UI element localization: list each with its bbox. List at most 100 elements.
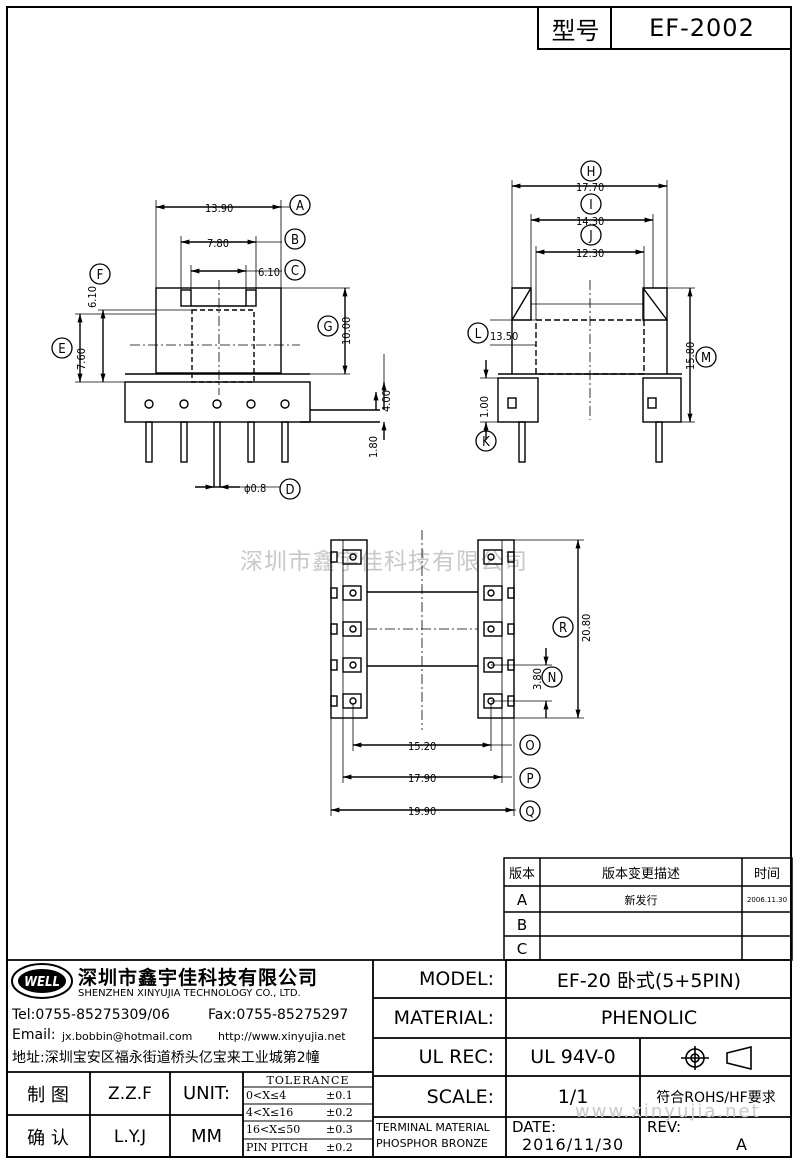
date-label: DATE: — [512, 1118, 557, 1136]
bottom-view — [330, 530, 584, 816]
dim-e: 7.60 — [75, 348, 88, 370]
tol-value: ±0.2 — [326, 1141, 353, 1154]
dim-g: 10.00 — [340, 317, 353, 345]
callout-n: N — [548, 671, 557, 686]
rev-row-description: 新发行 — [624, 893, 658, 907]
company-tel: Tel:0755-85275309/06 — [12, 1007, 170, 1023]
tol-range: 4<X≤16 — [246, 1106, 294, 1119]
ulrec-value: UL 94V-0 — [530, 1046, 616, 1068]
callout-h: H — [587, 165, 596, 180]
type-label: 型号 — [537, 8, 612, 50]
callout-j: J — [588, 229, 592, 244]
callout-circles — [51, 160, 717, 822]
drawn-label: 制 图 — [27, 1084, 69, 1106]
terminal-material-2: PHOSPHOR BRONZE — [376, 1137, 488, 1150]
rev-header-time: 时间 — [753, 866, 780, 882]
watermark-url: www.xinyujia.net — [575, 1101, 761, 1122]
callout-p: P — [526, 772, 533, 787]
dim-h: 17.70 — [576, 181, 604, 194]
rev-value: A — [736, 1135, 747, 1154]
tol-range: 16<X≤50 — [246, 1123, 301, 1136]
dim-l: 13.50 — [490, 330, 518, 343]
callout-g: G — [323, 320, 332, 335]
dim-k: 1.00 — [478, 396, 491, 418]
callout-c: C — [291, 264, 299, 279]
callout-m: M — [701, 351, 711, 366]
callout-l: L — [475, 327, 482, 342]
dim-p: 17.90 — [408, 772, 436, 785]
model-label: MODEL: — [419, 968, 494, 990]
callout-k: K — [482, 435, 490, 450]
tol-value: ±0.3 — [326, 1123, 353, 1136]
dim-f: 6.10 — [86, 286, 99, 308]
unit-value: MM — [190, 1126, 223, 1147]
dim-q: 19.90 — [408, 805, 436, 818]
tol-value: ±0.2 — [326, 1106, 353, 1119]
callout-o: O — [525, 739, 534, 754]
company-email-label: Email: — [12, 1027, 56, 1043]
dim-b: 7.80 — [207, 237, 229, 250]
drawn-by: Z.Z.F — [108, 1083, 152, 1104]
company-name-cn: 深圳市鑫宇佳科技有限公司 — [78, 967, 319, 989]
checked-label: 确 认 — [27, 1127, 69, 1149]
rohs-note: 符合ROHS/HF要求 — [656, 1089, 776, 1106]
company-name-en: SHENZHEN XINYUJIA TECHNOLOGY CO., LTD. — [78, 988, 301, 999]
callout-b: B — [291, 233, 299, 248]
rev-label: REV: — [647, 1118, 681, 1136]
rev-row-version: A — [516, 890, 528, 909]
ulrec-label: UL REC: — [418, 1046, 494, 1068]
dim-pin: 1.80 — [367, 436, 380, 458]
callout-e: E — [58, 342, 65, 357]
material-label: MATERIAL: — [393, 1007, 494, 1029]
model-code: EF-2002 — [610, 8, 792, 50]
rev-header-version: 版本 — [508, 866, 535, 882]
rev-row-time: 2006.11.30 — [746, 895, 788, 904]
tolerance-title: TOLERANCE — [266, 1073, 350, 1087]
dim-m: 15.80 — [684, 342, 697, 370]
rev-row-version: B — [516, 916, 528, 934]
company-website[interactable]: http://www.xinyujia.net — [218, 1030, 346, 1043]
callout-q: Q — [525, 805, 534, 820]
tol-range: PIN PITCH — [246, 1141, 308, 1154]
callout-r: R — [559, 621, 567, 636]
company-email[interactable]: jx.bobbin@hotmail.com — [62, 1030, 193, 1043]
terminal-material-1: TERMINAL MATERIAL — [376, 1121, 490, 1134]
logo-text: WELL — [24, 975, 60, 990]
side-view — [480, 180, 695, 463]
rev-row-version: C — [516, 940, 528, 958]
tol-value: ±0.1 — [326, 1089, 353, 1102]
dim-o: 15.20 — [408, 740, 436, 753]
callout-f: F — [97, 268, 104, 283]
dim-r: 20.80 — [580, 614, 593, 642]
company-address: 地址:深圳宝安区福永街道桥头亿宝来工业城第2幢 — [12, 1050, 320, 1066]
technical-drawing: 13.90 7.80 6.10 6.10 7.60 10.00 4.00 1.8… — [51, 160, 717, 822]
scale-label: SCALE: — [426, 1085, 494, 1108]
third-angle-projection-icon — [681, 1045, 752, 1071]
dim-i: 14.30 — [576, 215, 604, 228]
company-logo: WELL — [10, 962, 74, 1000]
checked-by: L.Y.J — [113, 1126, 147, 1147]
material-value: PHENOLIC — [600, 1007, 698, 1029]
projection-symbol — [675, 1044, 785, 1072]
dim-d: ϕ0.8 — [244, 482, 266, 495]
watermark: 深圳市鑫宇佳科技有限公司 — [240, 549, 528, 575]
pads-left — [330, 549, 362, 709]
tol-range: 0<X≤4 — [246, 1089, 287, 1102]
company-fax: Fax:0755-85275297 — [208, 1007, 349, 1023]
model-value: EF-20 卧式(5+5PIN) — [556, 969, 742, 992]
dim-a: 13.90 — [205, 202, 233, 215]
dim-j: 12.30 — [576, 247, 604, 260]
logo-badge: WELL — [11, 963, 73, 999]
rev-header-description: 版本变更描述 — [601, 866, 680, 882]
scale-value: 1/1 — [557, 1085, 589, 1108]
unit-label: UNIT: — [182, 1083, 231, 1104]
dim-c: 6.10 — [258, 266, 280, 279]
callout-d: D — [285, 483, 294, 498]
front-view — [75, 200, 387, 490]
callout-i: I — [589, 198, 592, 213]
drawing-frame — [6, 6, 792, 1158]
callout-a: A — [296, 199, 304, 214]
date-value: 2016/11/30 — [522, 1135, 625, 1154]
dim-n: 3.80 — [531, 668, 544, 690]
